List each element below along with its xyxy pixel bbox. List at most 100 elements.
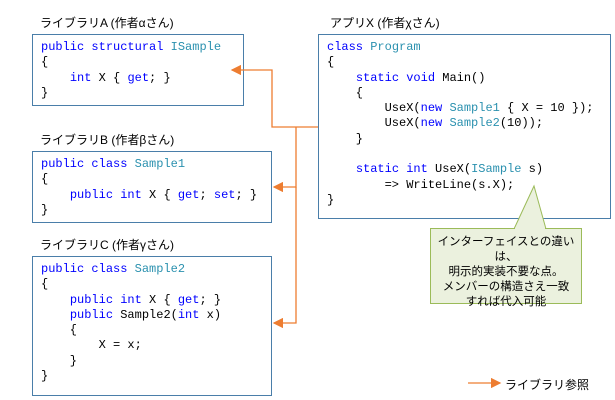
library-a-title: ライブラリA (作者αさん) <box>40 16 174 30</box>
app-x-box <box>318 34 611 219</box>
library-c-code: public class Sample2{ public int X { get… <box>41 262 221 384</box>
code-line: } <box>41 369 221 384</box>
code-text: ; } <box>149 70 171 85</box>
code-keyword: class <box>327 40 364 54</box>
code-line: } <box>41 354 221 369</box>
code-line: { <box>327 55 593 70</box>
code-keyword: structural <box>91 40 164 54</box>
code-line: { <box>41 323 221 338</box>
code-keyword: public <box>41 40 85 54</box>
code-text: Sample2( <box>113 307 178 322</box>
code-text: ; <box>199 187 214 202</box>
code-keyword: public <box>69 307 114 322</box>
code-keyword: get <box>177 187 200 202</box>
code-text: ; } <box>235 187 258 202</box>
code-keyword: static <box>355 162 400 177</box>
arrow-to-library-b <box>272 127 297 193</box>
code-keyword: public <box>69 187 114 202</box>
code-line: X = x; <box>41 338 221 353</box>
code-type: Sample1 <box>449 101 500 116</box>
library-c-title: ライブラリC (作者γさん) <box>40 238 174 252</box>
code-line: } <box>41 86 221 101</box>
code-text: Main() <box>435 70 486 85</box>
code-keyword: void <box>406 70 436 85</box>
code-text: X { <box>141 187 178 202</box>
code-keyword: public <box>41 262 85 276</box>
code-keyword: get <box>177 292 200 307</box>
code-keyword: int <box>69 70 92 85</box>
code-line: public structural ISample <box>41 40 221 55</box>
arrow-to-library-c <box>272 187 297 329</box>
code-line: } <box>327 193 593 208</box>
note-line-3: メンバーの構造さえ一致 <box>442 281 570 293</box>
app-x-code: class Program{ static void Main() { UseX… <box>327 40 593 208</box>
code-line: { <box>327 86 593 101</box>
code-text: ; } <box>199 292 222 307</box>
code-text: X { <box>141 292 178 307</box>
code-keyword: int <box>406 162 428 177</box>
arrow-to-library-a <box>230 64 318 128</box>
code-text: X { <box>91 70 128 85</box>
code-line: UseX(new Sample2(10)); <box>327 116 593 131</box>
code-keyword: class <box>91 157 128 171</box>
code-type: Sample1 <box>134 157 186 171</box>
code-type: ISample <box>170 40 222 54</box>
code-keyword: new <box>420 116 443 131</box>
library-b-code: public class Sample1{ public int X { get… <box>41 157 257 218</box>
code-line: { <box>41 172 257 187</box>
code-text: (10)); <box>499 116 544 131</box>
code-line: public class Sample1 <box>41 157 257 172</box>
code-text: { <box>41 172 49 187</box>
code-text: x) <box>199 307 222 322</box>
code-keyword: public <box>69 292 114 307</box>
library-b-box <box>32 151 272 223</box>
code-type: Program <box>370 40 421 54</box>
code-line: static void Main() <box>327 71 593 86</box>
note-line-2: 明示的実装不要な点。 <box>448 266 564 278</box>
code-line: public Sample2(int x) <box>41 308 221 323</box>
code-type: Sample2 <box>449 116 500 131</box>
callout-pointer <box>513 184 547 230</box>
code-text: { <box>41 323 78 338</box>
code-line: public int X { get; set; } <box>41 188 257 203</box>
code-text: { <box>327 55 335 70</box>
code-line: public class Sample2 <box>41 262 221 277</box>
library-b-title: ライブラリB (作者βさん) <box>40 133 175 147</box>
code-keyword: int <box>120 187 142 202</box>
note-line-4: すれば代入可能 <box>465 296 547 308</box>
code-keyword: public <box>41 157 85 171</box>
library-c-box <box>32 256 272 396</box>
code-text: } <box>41 369 49 384</box>
code-keyword: class <box>91 262 128 276</box>
code-text: UseX( <box>327 116 421 131</box>
callout-note: インターフェイスとの違いは、 明示的実装不要な点。 メンバーの構造さえ一致 すれ… <box>430 228 582 308</box>
code-line: } <box>41 203 257 218</box>
code-keyword: get <box>127 70 150 85</box>
note-line-1: インターフェイスとの違いは、 <box>437 236 575 263</box>
code-text: } <box>327 192 335 207</box>
code-text: UseX( <box>327 101 421 116</box>
code-text: } <box>41 85 49 100</box>
library-a-code: public structural ISample{ int X { get; … <box>41 40 221 101</box>
code-text: => WriteLine(s.X); <box>327 177 515 192</box>
code-line: class Program <box>327 40 593 55</box>
code-text: X = x; <box>41 338 142 353</box>
code-line: { <box>41 55 221 70</box>
code-text: } <box>41 202 49 217</box>
code-line: { <box>41 277 221 292</box>
code-text: s) <box>521 162 544 177</box>
code-type: ISample <box>471 162 522 177</box>
code-line: public int X { get; } <box>41 293 221 308</box>
app-x-title: アプリX (作者χさん) <box>330 16 440 30</box>
code-line: static int UseX(ISample s) <box>327 162 593 177</box>
code-text: UseX( <box>427 162 472 177</box>
code-line: } <box>327 132 593 147</box>
code-line: UseX(new Sample1 { X = 10 }); <box>327 101 594 116</box>
code-text: } <box>327 131 364 146</box>
code-line: => WriteLine(s.X); <box>327 178 593 193</box>
code-text: { <box>41 55 49 70</box>
code-text: } <box>41 353 78 368</box>
code-text: { X = 10 }); <box>499 101 594 116</box>
code-keyword: int <box>177 307 200 322</box>
